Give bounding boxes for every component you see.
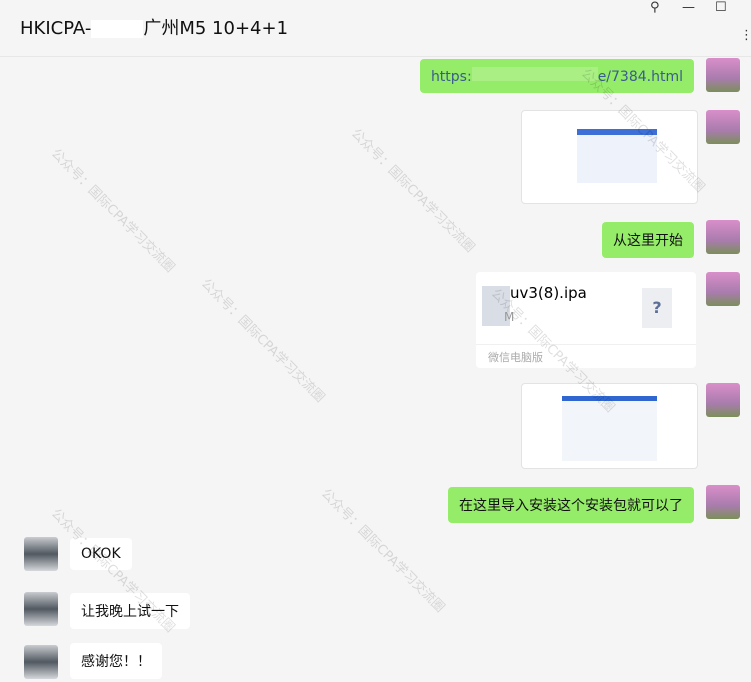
avatar[interactable]: [706, 220, 740, 254]
link-start: https:: [430, 69, 472, 85]
chat-header: HKICPA- 广州M5 10+4+1 ⚲ — ☐ ⋮: [0, 0, 751, 57]
message-link[interactable]: https: e/7384.html: [419, 59, 694, 93]
image-thumb: [577, 129, 657, 183]
watermark: 公众号：国际CPA学习交流圈: [317, 486, 448, 616]
image-message[interactable]: [521, 110, 698, 204]
more-icon[interactable]: ⋮: [740, 28, 751, 43]
avatar[interactable]: [706, 58, 740, 92]
title-suffix: 广州M5 10+4+1: [143, 18, 289, 39]
maximize-button[interactable]: ☐: [715, 0, 727, 15]
watermark: 公众号：国际CPA学习交流圈: [347, 126, 478, 256]
image-message[interactable]: [521, 383, 698, 469]
avatar[interactable]: [706, 383, 740, 417]
minimize-button[interactable]: —: [682, 0, 695, 15]
redacted: [91, 20, 144, 38]
message-bubble[interactable]: 在这里导入安装这个安装包就可以了: [448, 487, 694, 523]
message-bubble[interactable]: 从这里开始: [602, 222, 694, 258]
image-thumb: [562, 396, 657, 461]
contact-avatar[interactable]: [24, 537, 58, 571]
file-name: uv3(8).ipa: [510, 284, 587, 302]
link-end: e/7384.html: [597, 69, 683, 85]
redacted: [471, 67, 598, 81]
file-message[interactable]: uv3(8).ipa M ? 微信电脑版: [476, 272, 696, 368]
file-icon: ?: [642, 288, 672, 328]
chat-title: HKICPA- 广州M5 10+4+1: [20, 14, 288, 40]
message-bubble[interactable]: 让我晚上试一下: [70, 593, 190, 629]
watermark: 公众号：国际CPA学习交流圈: [47, 146, 178, 276]
contact-avatar[interactable]: [24, 592, 58, 626]
avatar[interactable]: [706, 110, 740, 144]
title-prefix: HKICPA-: [20, 18, 92, 39]
message-bubble[interactable]: 感谢您！！: [70, 643, 162, 679]
watermark: 公众号：国际CPA学习交流圈: [197, 276, 328, 406]
contact-avatar[interactable]: [24, 645, 58, 679]
file-size: M: [504, 310, 515, 324]
avatar[interactable]: [706, 272, 740, 306]
pin-icon[interactable]: ⚲: [650, 0, 660, 15]
message-bubble[interactable]: OKOK: [70, 538, 132, 570]
avatar[interactable]: [706, 485, 740, 519]
redacted: [482, 286, 510, 326]
file-source: 微信电脑版: [476, 344, 696, 369]
